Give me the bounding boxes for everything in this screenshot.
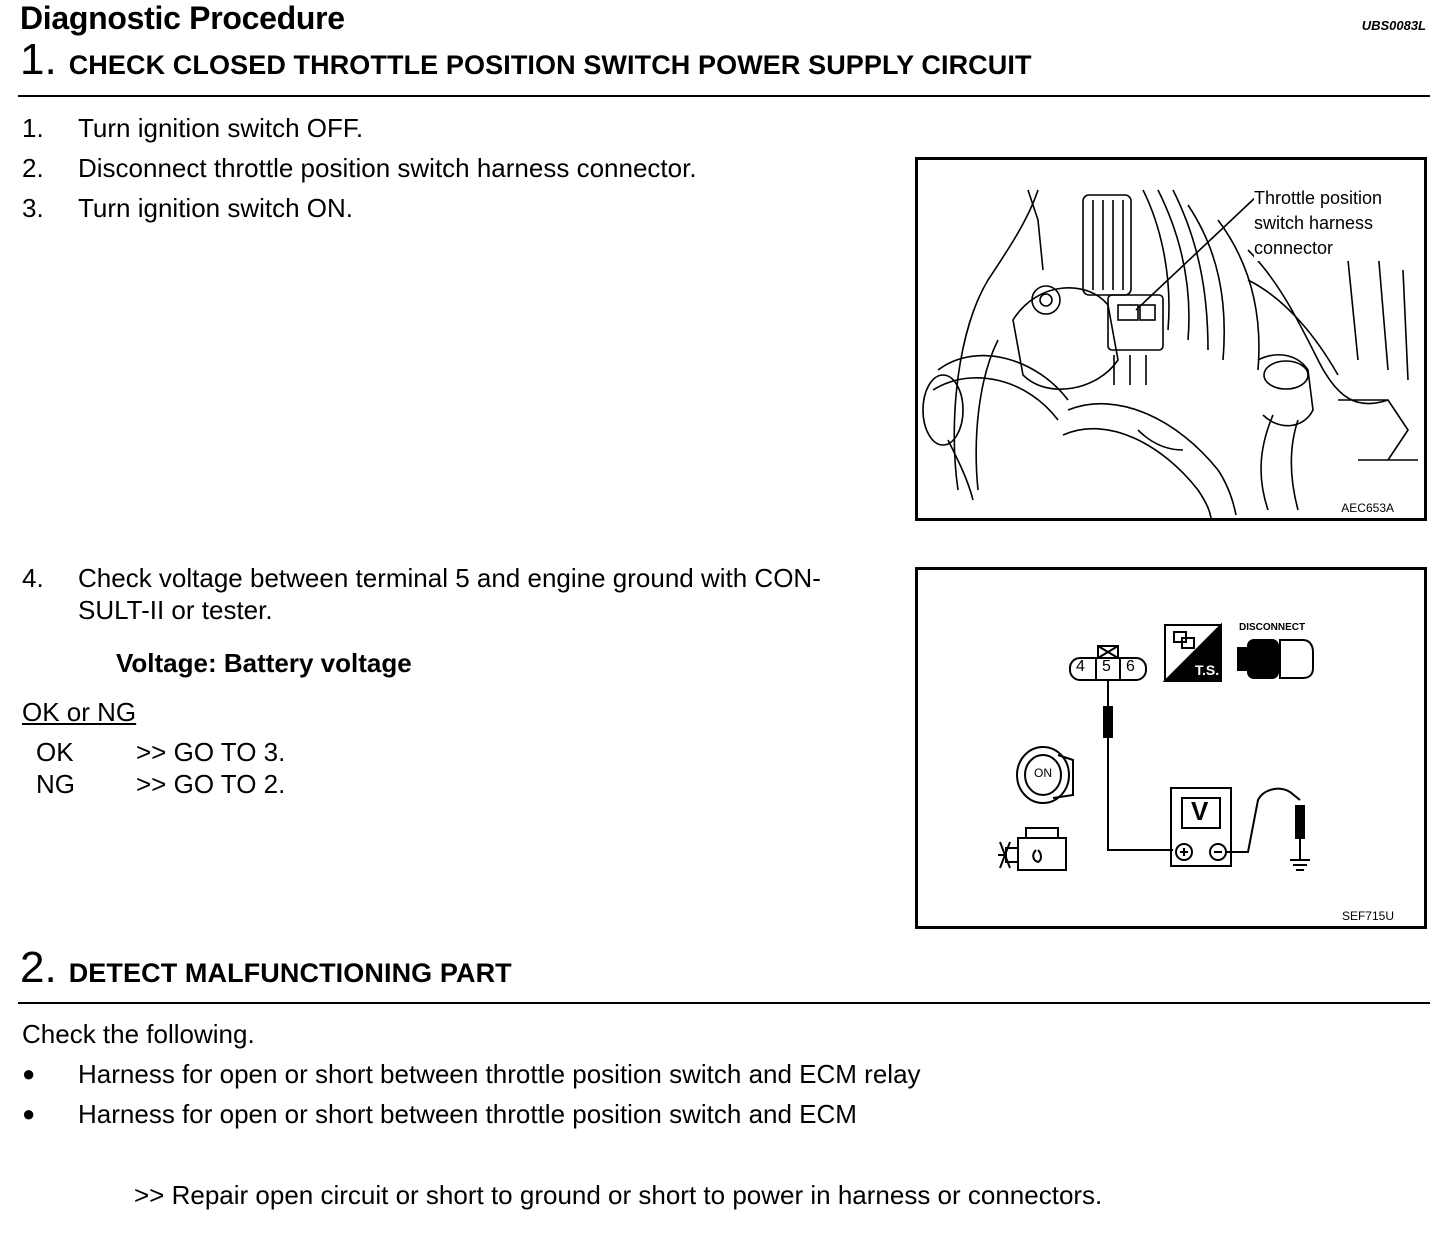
step1-item-4: 4. Check voltage between terminal 5 and … <box>22 562 902 626</box>
terminal-5: 5 <box>1102 658 1111 675</box>
bullet-text: Harness for open or short between thrott… <box>78 1059 921 1089</box>
step1-heading: 1. CHECK CLOSED THROTTLE POSITION SWITCH… <box>20 38 1032 82</box>
repair-instruction: >> Repair open circuit or short to groun… <box>134 1180 1103 1210</box>
step2-number: 2. <box>20 943 57 992</box>
item-text: Check voltage between terminal 5 and eng… <box>78 563 821 593</box>
step1-item-3: 3. Turn ignition switch ON. <box>22 192 902 224</box>
result-ng: NG >> GO TO 2. <box>36 768 436 800</box>
result-ok: OK >> GO TO 3. <box>36 736 436 768</box>
item-text-continued: SULT-II or tester. <box>78 595 273 625</box>
step2-bullet-2: ● Harness for open or short between thro… <box>22 1098 1222 1130</box>
step1-title: CHECK CLOSED THROTTLE POSITION SWITCH PO… <box>68 50 1032 80</box>
step1-item-1: 1. Turn ignition switch OFF. <box>22 112 902 144</box>
disconnect-label: DISCONNECT <box>1239 622 1306 633</box>
circuit-diagram <box>998 622 1314 871</box>
callout-line: connector <box>1254 238 1334 258</box>
result-code: NG <box>36 769 75 799</box>
item-text: Disconnect throttle position switch harn… <box>78 153 697 183</box>
voltage-spec: Voltage: Battery voltage <box>116 648 412 678</box>
step1-number: 1. <box>20 35 57 84</box>
bullet-icon: ● <box>22 1061 36 1086</box>
step1-divider <box>18 95 1430 97</box>
step2-intro: Check the following. <box>22 1019 255 1049</box>
step2-bullet-1: ● Harness for open or short between thro… <box>22 1058 1222 1090</box>
result-action: >> GO TO 3. <box>136 737 286 767</box>
step2-title: DETECT MALFUNCTIONING PART <box>68 958 512 988</box>
reference-code: UBS0083L <box>1361 18 1426 33</box>
engine-illustration <box>922 189 1418 518</box>
item-number: 1. <box>22 113 44 143</box>
figure-throttle-connector: Throttle position switch harness connect… <box>915 157 1427 521</box>
item-number: 4. <box>22 563 44 593</box>
ignition-on-label: ON <box>1034 766 1052 780</box>
figure-voltage-check: DISCONNECT T.S. 4 5 6 V ON SEF715U <box>915 567 1427 929</box>
figure2-code: SEF715U <box>1341 909 1394 923</box>
page-title: Diagnostic Procedure <box>20 0 345 36</box>
ok-ng-label: OK or NG <box>22 697 137 727</box>
step2-divider <box>18 1002 1430 1004</box>
item-text: Turn ignition switch ON. <box>78 193 354 223</box>
item-number: 3. <box>22 193 44 223</box>
terminal-6: 6 <box>1126 658 1135 675</box>
voltmeter-label: V <box>1191 796 1209 826</box>
callout-line: Throttle position <box>1254 188 1383 208</box>
step1-item-2: 2. Disconnect throttle position switch h… <box>22 152 902 184</box>
item-text: Turn ignition switch OFF. <box>78 113 364 143</box>
ts-label: T.S. <box>1195 662 1220 678</box>
terminal-4: 4 <box>1076 658 1085 675</box>
figure1-callout: Throttle position switch harness connect… <box>1254 186 1383 261</box>
figure1-code: AEC653A <box>1341 501 1394 515</box>
bullet-icon: ● <box>22 1101 36 1126</box>
step2-heading: 2. DETECT MALFUNCTIONING PART <box>20 946 512 990</box>
item-number: 2. <box>22 153 44 183</box>
result-action: >> GO TO 2. <box>136 769 286 799</box>
result-code: OK <box>36 737 74 767</box>
callout-line: switch harness <box>1254 213 1374 233</box>
bullet-text: Harness for open or short between thrott… <box>78 1099 857 1129</box>
